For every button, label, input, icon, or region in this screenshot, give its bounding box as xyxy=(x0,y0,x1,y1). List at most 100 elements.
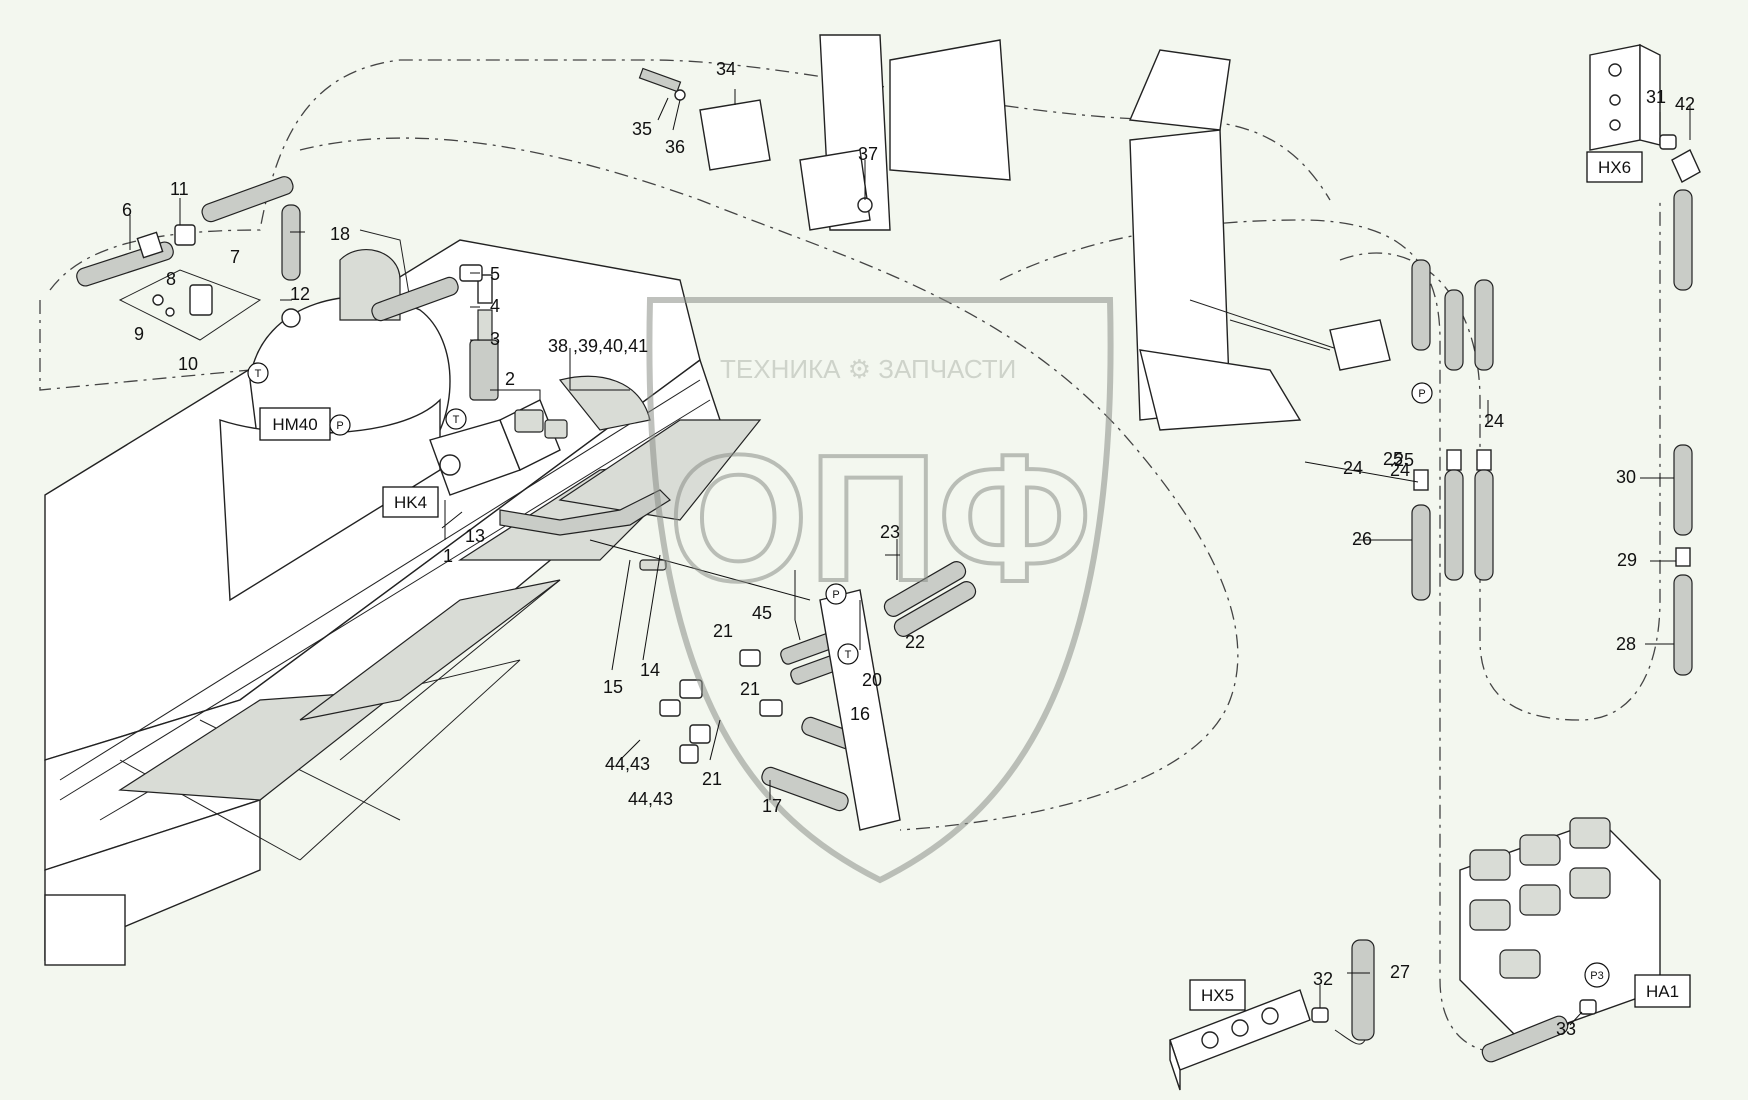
part-number-label: 1 xyxy=(443,546,453,566)
part-number-label: 24 xyxy=(1343,458,1363,478)
part-number-label: 16 xyxy=(850,704,870,724)
valve-block-ha1 xyxy=(1459,817,1661,1063)
perforated-panels xyxy=(118,419,762,801)
designation-box-label: HM40 xyxy=(272,415,317,434)
port-marker-label: P xyxy=(1418,388,1425,400)
part-number-label: 10 xyxy=(178,354,198,374)
hoses-center xyxy=(589,539,977,831)
part-number-label: 24 xyxy=(1484,411,1504,431)
port-marker: T xyxy=(247,362,269,384)
designation-box-label: HX6 xyxy=(1598,158,1631,177)
part-number-label: 31 xyxy=(1646,87,1666,107)
part-number-label: 29 xyxy=(1617,550,1637,570)
part-number-label: 21 xyxy=(740,679,760,699)
port-marker-circle xyxy=(1411,382,1433,404)
part-number-label: 28 xyxy=(1616,634,1636,654)
port-marker: P xyxy=(1411,382,1433,404)
part-number-label: 6 xyxy=(122,200,132,220)
hose-near-5 xyxy=(371,264,483,322)
part-number-label: 27 xyxy=(1390,962,1410,982)
designation-box-hk4: HK4 xyxy=(382,486,439,518)
port-marker-label: T xyxy=(255,368,262,380)
part-number-label: 5 xyxy=(490,264,500,284)
part-number-label: 37 xyxy=(858,144,878,164)
part-number-label: 38 ,39,40,41 xyxy=(548,336,648,356)
port-marker: T xyxy=(837,643,859,665)
port-marker-circle xyxy=(329,414,351,436)
part-number-label: 44,43 xyxy=(605,754,650,774)
port-marker: T xyxy=(445,408,467,430)
block-hx5 xyxy=(1169,939,1375,1091)
designation-box-frame xyxy=(1586,151,1643,183)
part-number-label: 21 xyxy=(702,769,722,789)
part-number-label: 14 xyxy=(640,660,660,680)
part-number-label: 36 xyxy=(665,137,685,157)
part-number-label: 44,43 xyxy=(628,789,673,809)
part-number-label: 26 xyxy=(1352,529,1372,549)
designation-box-hx6: HX6 xyxy=(1586,151,1643,183)
port-marker: P xyxy=(329,414,351,436)
port-marker-circle xyxy=(247,362,269,384)
rotor-housing xyxy=(219,229,651,602)
part-number-label: 45 xyxy=(752,603,772,623)
part-number-label: 17 xyxy=(762,796,782,816)
watermark-text: ТЕХНИКА ⚙ ЗАПЧАСТИ xyxy=(720,354,1016,384)
designation-box-frame xyxy=(1634,974,1691,1008)
part-number-label: 21 xyxy=(713,621,733,641)
designation-box-label: HX5 xyxy=(1201,986,1234,1005)
port-marker-label: P3 xyxy=(1590,970,1603,982)
port-marker-label: T xyxy=(453,414,460,426)
part-number-label: 42 xyxy=(1675,94,1695,114)
part-labels: 1234567891011121314151617182021212122232… xyxy=(122,59,1695,1039)
part-number-label: 35 xyxy=(632,119,652,139)
designation-box-label: HA1 xyxy=(1646,982,1679,1001)
part-number-label: 2 xyxy=(505,369,515,389)
part-number-label: 12 xyxy=(290,284,310,304)
part-number-label: 32 xyxy=(1313,969,1333,989)
part-number-label: 30 xyxy=(1616,467,1636,487)
part-number-label: 15 xyxy=(603,677,623,697)
part-number-label: 25 xyxy=(1394,450,1414,470)
watermark-letters: ОПФ xyxy=(668,418,1091,619)
part-number-label: 20 xyxy=(862,670,882,690)
hoses-right-group xyxy=(1229,259,1494,601)
port-marker: P3 xyxy=(1584,962,1610,988)
designation-box-hm40: HM40 xyxy=(259,407,331,441)
port-marker-circle xyxy=(825,583,847,605)
part-number-label: 3 xyxy=(490,329,500,349)
designation-box-label: HK4 xyxy=(394,493,427,512)
port-marker-circle xyxy=(1584,962,1610,988)
block-hk4 xyxy=(429,274,671,536)
part-number-label: 33 xyxy=(1556,1019,1576,1039)
part-number-label: 18 xyxy=(330,224,350,244)
hose-route-outline-far-right xyxy=(1339,200,1661,721)
port-marker-circle xyxy=(445,408,467,430)
hoses-far-right xyxy=(1673,189,1693,676)
designation-box-frame xyxy=(1189,979,1246,1011)
part-number-label: 9 xyxy=(134,324,144,344)
block-hx6 xyxy=(1589,43,1701,183)
designation-box-ha1: HA1 xyxy=(1634,974,1691,1008)
bracket-assembly-34 xyxy=(638,67,873,231)
part-number-label: 25 xyxy=(1383,449,1403,469)
vertical-column xyxy=(819,34,1341,431)
designation-box-frame xyxy=(259,407,331,441)
hose-route-outline-center xyxy=(299,137,1239,831)
part-number-label: 7 xyxy=(230,247,240,267)
part-number-label: 13 xyxy=(465,526,485,546)
port-marker-label: P xyxy=(336,420,343,432)
port-marker-circle xyxy=(837,643,859,665)
port-markers: T P T P T P P3 xyxy=(247,362,1610,988)
port-marker-label: T xyxy=(845,649,852,661)
part-number-label: 24 xyxy=(1390,460,1410,480)
fittings-upper-left xyxy=(76,176,301,341)
leader-lines xyxy=(129,89,1691,1026)
port-marker: P xyxy=(825,583,847,605)
frame-dashed-outline xyxy=(39,300,251,391)
designation-box-hx5: HX5 xyxy=(1189,979,1246,1011)
designation-box-frame xyxy=(382,486,439,518)
part-number-label: 34 xyxy=(716,59,736,79)
